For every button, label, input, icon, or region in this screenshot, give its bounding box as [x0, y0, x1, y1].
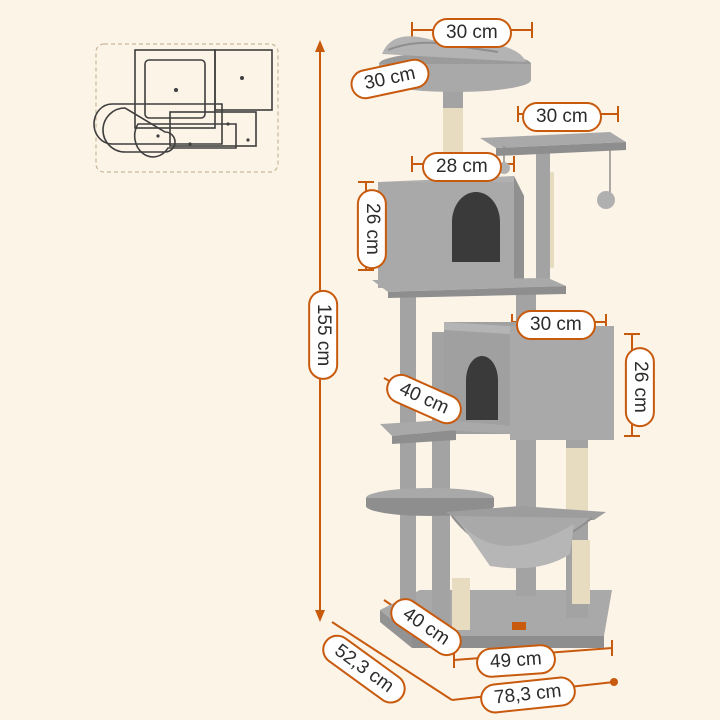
- hammock: [446, 506, 606, 569]
- label-upper-condo-height: 26 cm: [356, 189, 387, 269]
- label-upper-perch-width: 30 cm: [522, 102, 602, 132]
- upper-perch: [480, 132, 626, 280]
- label-lower-condo-width: 30 cm: [516, 310, 596, 340]
- label-total-height: 155 cm: [308, 289, 339, 381]
- label-top-platform-width: 30 cm: [432, 18, 512, 48]
- brand-tag: [512, 622, 526, 630]
- dimension-arrowheads: [315, 40, 618, 686]
- label-lower-condo-height: 26 cm: [624, 347, 655, 427]
- label-upper-condo-width: 28 cm: [422, 152, 502, 182]
- upper-condo: [372, 176, 566, 298]
- top-view-sketch: [93, 43, 279, 173]
- label-base-width: 49 cm: [475, 643, 557, 679]
